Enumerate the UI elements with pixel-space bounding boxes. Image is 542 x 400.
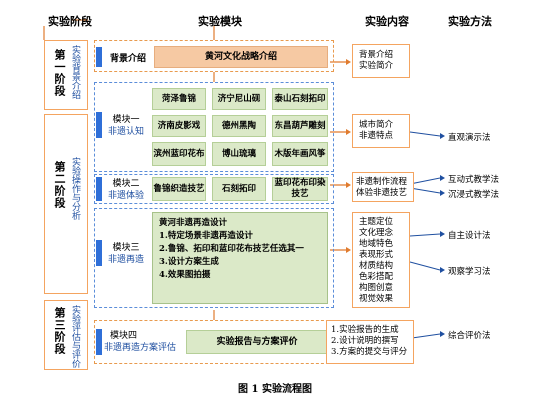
module1-title: 模块一 [112,115,140,125]
module1-cell: 泰山石刻拓印 [272,88,328,110]
content-line: 表现形式 [359,250,394,260]
module3-line: 黄河非遗再造设计 [159,218,228,228]
figure-caption: 图 1 实验流程图 [238,384,312,395]
content-line: 视觉效果 [359,294,394,304]
module1-cell: 菏泽鲁锦 [152,88,206,110]
module4-content: 实验报告与方案评价 [186,330,328,354]
content-line: 背景介绍 [359,50,394,60]
stage-3-name: 实验评估与评价 [70,305,80,368]
module2-frame [94,174,334,204]
background-module-frame [94,40,334,72]
module2-subtitle: 非遗体验 [107,191,144,201]
module4-title: 模块四 [110,331,138,341]
background-module-content: 黄河文化战略介绍 [154,46,328,68]
header-stage: 实验阶段 [48,15,92,28]
module3-line: 2.鲁锦、拓印和蓝印花布技艺任选其一 [159,244,304,254]
method-label: 观察学习法 [448,267,491,277]
module3-line: 1.特定场景非遗再造设计 [159,231,253,241]
module3-bar [96,240,102,266]
module3-line: 3.设计方案生成 [159,257,219,267]
module1-frame [94,82,334,172]
stage-1-number: 第一阶段 [53,49,66,97]
content-box-4: 主题定位 文化理念 地域特色 表现形式 材质结构 色彩搭配 构图创意 视觉效果 [352,212,410,308]
content-line: 非遗制作流程 [356,177,408,187]
stage-2-box: 第二阶段 实验操作与分析 [44,114,88,294]
stage-3-number: 第三阶段 [53,307,66,355]
header-content: 实验内容 [365,15,409,28]
header-method: 实验方法 [448,15,492,28]
content-line: 地域特色 [359,239,394,249]
content-line: 3.方案的提交与评分 [331,347,408,357]
content-line: 材质结构 [359,261,394,271]
module1-cell: 滨州蓝印花布 [152,142,206,166]
content-box-2: 城市简介 非遗特点 [352,114,410,148]
content-box-1: 背景介绍 实验简介 [352,44,410,78]
module1-cell: 济宁尼山砚 [212,88,266,110]
background-module-bar [96,47,102,67]
content-line: 实验简介 [359,61,394,71]
method-label: 沉浸式教学法 [448,190,500,200]
content-line: 城市简介 [359,120,394,130]
module1-cell: 德州黑陶 [212,115,266,137]
module3-title: 模块三 [112,243,140,253]
content-line: 构图创意 [359,283,394,293]
content-line: 主题定位 [359,217,394,227]
content-box-5: 1.实验报告的生成 2.设计说明的撰写 3.方案的提交与评分 [326,320,414,364]
module4-subtitle: 非遗再造方案评估 [104,343,177,353]
module3-frame [94,208,334,308]
method-label: 自主设计法 [448,231,491,241]
stage-3-box: 第三阶段 实验评估与评价 [44,300,88,370]
module2-cell: 石刻拓印 [212,177,266,201]
stage-1-name: 实验背景介绍 [70,45,80,99]
background-module-label: 背景介绍 [109,54,146,64]
content-box-3: 非遗制作流程 体验非遗技艺 [352,172,414,202]
content-line: 体验非遗技艺 [356,188,408,198]
module1-cell: 东昌葫芦雕刻 [272,115,328,137]
module1-cell: 济南皮影戏 [152,115,206,137]
method-label: 互动式教学法 [448,175,500,185]
stage-2-number: 第二阶段 [53,161,66,209]
module3-content-box: 黄河非遗再造设计 1.特定场景非遗再造设计 2.鲁锦、拓印和蓝印花布技艺任选其一… [152,212,328,304]
header-module: 实验模块 [198,15,242,28]
stage-1-box: 第一阶段 实验背景介绍 [44,40,88,110]
module2-cell: 鲁锦织造技艺 [152,177,206,201]
method-label: 综合评价法 [448,331,491,341]
module2-title: 模块二 [112,179,140,189]
content-line: 文化理念 [359,228,394,238]
content-line: 色彩搭配 [359,272,394,282]
module2-bar [96,177,102,201]
module1-subtitle: 非遗认知 [107,127,144,137]
module2-cell: 蓝印花布印染技艺 [272,177,328,201]
module1-cell: 木版年画风筝 [272,142,328,166]
stage-2-name: 实验操作与分析 [70,157,80,220]
module1-bar [96,112,102,138]
content-line: 1.实验报告的生成 [331,325,399,335]
method-label: 直观演示法 [448,133,491,143]
content-line: 非遗特点 [359,131,394,141]
module1-cell: 博山琉璃 [212,142,266,166]
module3-line: 4.效果图拍摄 [159,270,211,280]
module4-bar [96,329,102,355]
content-line: 2.设计说明的撰写 [331,336,399,346]
module3-subtitle: 非遗再造 [107,255,144,265]
